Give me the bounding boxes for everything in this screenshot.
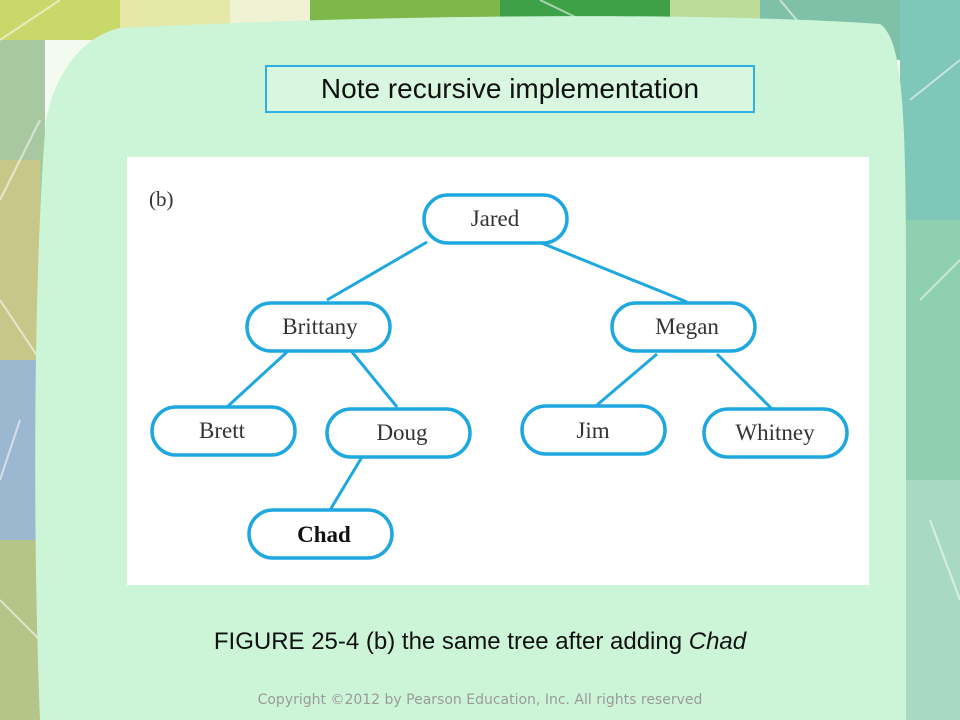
node-brett: Brett: [150, 405, 297, 457]
caption-emphasis: Chad: [688, 628, 747, 655]
node-megan: Megan: [610, 301, 757, 353]
callout-note: Note recursive implementation: [265, 65, 755, 113]
node-label-doug: Doug: [376, 420, 428, 445]
tree-edges: [225, 240, 774, 511]
node-label-whitney: Whitney: [735, 420, 815, 445]
figure-caption: FIGURE 25-4 (b) the same tree after addi…: [0, 628, 960, 656]
node-label-brittany: Brittany: [282, 314, 358, 339]
node-whitney: Whitney: [702, 407, 849, 459]
tree-diagram: (b) Jared Brittany Megan: [149, 187, 849, 560]
node-jim: Jim: [520, 404, 667, 456]
edge-jared-megan: [538, 240, 688, 304]
node-label-chad: Chad: [297, 522, 351, 547]
node-doug: Doug: [325, 407, 472, 459]
edge-jared-brittany: [326, 240, 428, 302]
node-jared: Jared: [422, 193, 569, 245]
caption-prefix: FIGURE 25-4 (b) the same tree after addi…: [213, 628, 689, 655]
panel-label: (b): [149, 187, 174, 211]
edge-brittany-brett: [225, 350, 289, 409]
edge-doug-chad: [328, 456, 364, 511]
edge-megan-jim: [596, 352, 658, 407]
node-label-megan: Megan: [655, 314, 719, 339]
node-brittany: Brittany: [245, 301, 392, 353]
node-label-jared: Jared: [471, 206, 520, 231]
node-label-jim: Jim: [576, 418, 609, 443]
edge-brittany-doug: [350, 351, 399, 408]
copyright-footer: Copyright ©2012 by Pearson Education, In…: [257, 692, 703, 708]
callout-text: Note recursive implementation: [320, 73, 700, 104]
tree-figure: (b) Jared Brittany Megan: [127, 157, 869, 585]
edge-megan-whitney: [715, 352, 774, 411]
node-label-brett: Brett: [199, 418, 246, 443]
node-chad: Chad: [247, 508, 394, 560]
